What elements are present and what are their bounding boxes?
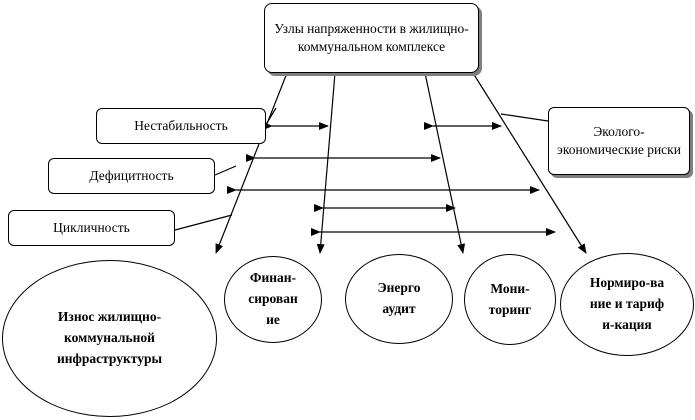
node-monitoring: Мони-торинг xyxy=(464,254,556,345)
arrow-to-regulation xyxy=(472,72,587,254)
cyclicity-box: Цикличность xyxy=(8,210,175,246)
node-wear-text: Износ жилищно-коммунальной инфраструктур… xyxy=(56,309,163,366)
node-financing: Финан-сирован ие xyxy=(224,256,322,343)
arrow-to-financing xyxy=(316,72,336,254)
deficit-box: Дефицитность xyxy=(48,158,215,194)
connector-risks xyxy=(500,113,549,122)
risks-text: Эколого-экономические риски xyxy=(557,124,681,157)
connector-deficit xyxy=(214,165,237,176)
instability-text: Нестабильность xyxy=(134,118,228,134)
arrow-to-monitoring xyxy=(424,72,466,254)
deficit-text: Дефицитность xyxy=(89,168,174,184)
node-energy-audit-text: Энерго аудит xyxy=(377,280,421,316)
instability-box: Нестабильность xyxy=(96,108,266,144)
node-regulation: Нормиро-вание и тарифи-кация xyxy=(560,253,694,356)
node-financing-text: Финан-сирован ие xyxy=(248,270,298,327)
connector-cyclicity xyxy=(174,214,233,231)
node-energy-audit: Энерго аудит xyxy=(345,254,453,344)
title-text: Узлы напряженности в жилищно-коммунально… xyxy=(274,21,469,54)
title-box: Узлы напряженности в жилищно-коммунально… xyxy=(264,3,479,73)
node-regulation-text: Нормиро-вание и тарифи-кация xyxy=(589,275,665,332)
node-monitoring-text: Мони-торинг xyxy=(488,280,532,317)
arrow-to-wear xyxy=(215,72,288,254)
connector-instability xyxy=(264,107,277,127)
risks-box: Эколого-экономические риски xyxy=(548,107,690,175)
cyclicity-text: Цикличность xyxy=(53,220,130,236)
node-wear: Износ жилищно-коммунальной инфраструктур… xyxy=(2,260,217,417)
